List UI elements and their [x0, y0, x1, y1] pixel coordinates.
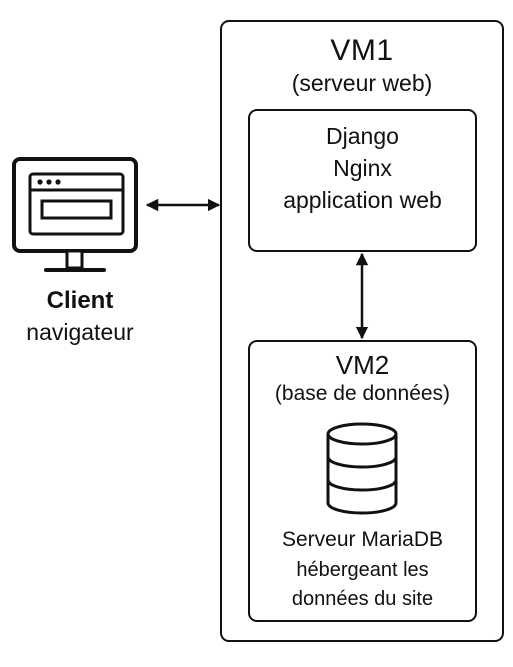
web-app-box: Django Nginx application web [248, 109, 477, 252]
db-line-hosting: hébergeant les [296, 559, 429, 581]
client-label-group: Client navigateur [0, 285, 160, 347]
web-line-django: Django [326, 123, 399, 149]
vm1-subtitle: (serveur web) [291, 70, 433, 96]
monitor-icon [12, 157, 138, 272]
client-title: Client [46, 287, 114, 314]
vm1-title: VM1 [330, 34, 394, 67]
client-subtitle: navigateur [26, 319, 134, 345]
vm2-box: VM2 (base de données) Serveur MariaDB hé… [248, 340, 477, 622]
vm2-subtitle: (base de données) [274, 382, 451, 405]
vm2-title: VM2 [335, 350, 390, 380]
db-line-server: Serveur MariaDB [281, 528, 444, 551]
web-line-nginx: Nginx [333, 155, 392, 181]
web-line-app: application web [283, 187, 442, 213]
db-line-data: données du site [291, 588, 434, 610]
